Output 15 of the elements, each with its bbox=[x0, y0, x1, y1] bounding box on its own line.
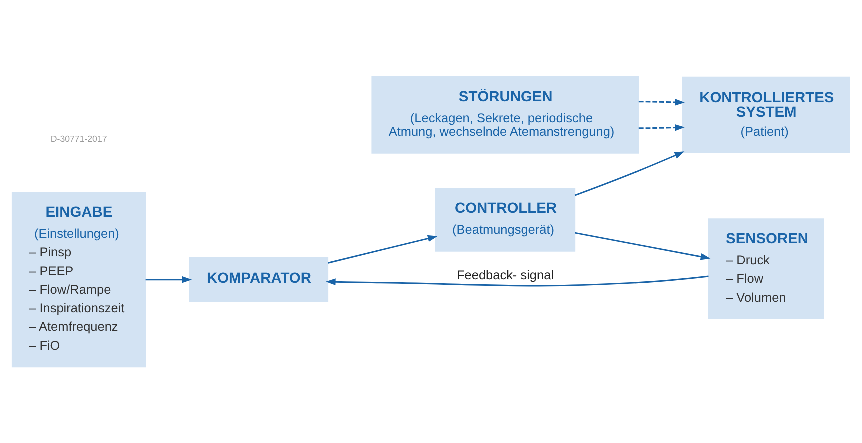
arrow bbox=[574, 151, 685, 196]
node-box: CONTROLLER (Beatmungsgerät) bbox=[435, 188, 576, 252]
node-box: STÖRUNGEN (Leckagen, Sekrete, periodische Atmung, wechselnde Atemanstrengung) bbox=[372, 76, 640, 154]
arrow bbox=[146, 276, 192, 283]
node-box: KOMPARATOR bbox=[189, 256, 329, 302]
node-box: EINGABE (Einstellungen) – Pinsp – PEEP – Flow/Rampe – Inspirationszeit – Atemfrequenz – FiO bbox=[12, 192, 146, 368]
node-box: SENSOREN – Druck – Flow – Volumen bbox=[708, 218, 824, 320]
arrow bbox=[326, 275, 709, 286]
arrow bbox=[328, 234, 438, 264]
arrow bbox=[575, 232, 711, 260]
arrow bbox=[638, 124, 685, 131]
label: D-30771-2017 bbox=[50, 133, 108, 144]
node-box: KONTROLLIERTES SYSTEM (Patient) bbox=[682, 76, 850, 153]
arrow bbox=[638, 98, 685, 106]
edge-label: Feedback- signal bbox=[457, 266, 554, 282]
